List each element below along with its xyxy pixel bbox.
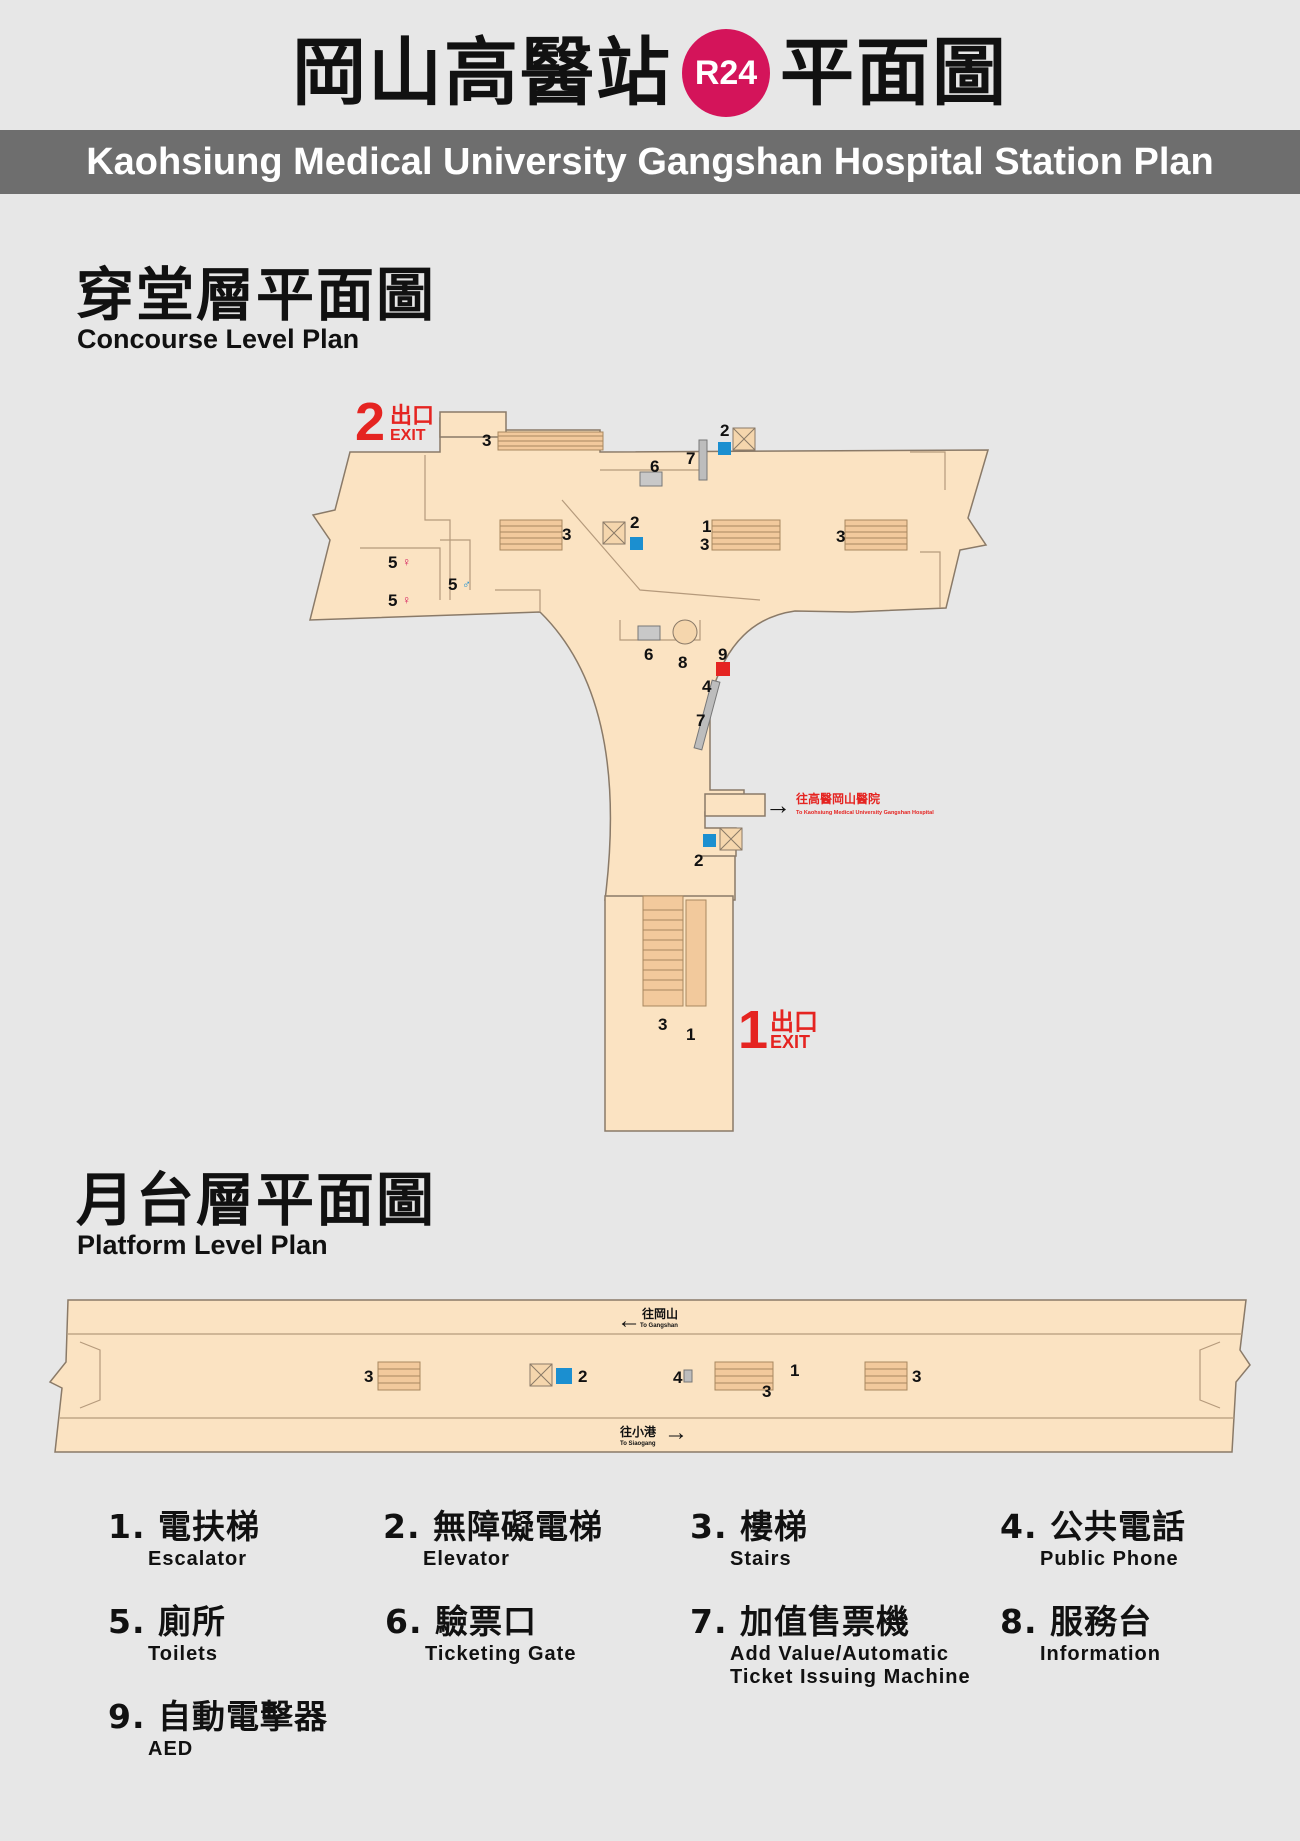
line-badge: R24 [682,29,770,117]
toilet-icon: ♀ [402,593,411,607]
svg-text:6: 6 [644,645,653,664]
svg-text:8: 8 [678,653,687,672]
ticket-machine-icon [693,679,721,751]
hospital-direction: → 往高醫岡山醫院 To Kaohsiung Medical Universit… [765,790,934,820]
svg-text:5: 5 [388,553,397,572]
svg-text:EXIT: EXIT [390,427,426,444]
title-zh-left: 岡山高醫站 [292,30,672,116]
legend-item: 3. 樓梯 Stairs [690,1507,808,1570]
arrow-left-icon: ← [617,1307,641,1334]
elevator-icon [556,1368,572,1384]
arrow-right-icon: → [765,790,791,820]
svg-text:1: 1 [790,1361,799,1380]
svg-text:往岡山: 往岡山 [642,1306,678,1321]
stairs [499,519,563,551]
svg-text:4: 4 [702,677,712,696]
exit2-label: 2 出口 EXIT [355,392,434,452]
gate-icon [637,625,661,641]
info-desk-icon [672,619,698,645]
direction-gangshan: ← 往岡山 To Gangshan [617,1306,678,1334]
title-en-bar: Kaohsiung Medical University Gangshan Ho… [0,130,1300,194]
svg-text:3: 3 [562,525,571,544]
legend-item: 2. 無障礙電梯 Elevator [383,1507,603,1570]
svg-text:3: 3 [700,535,709,554]
svg-text:7: 7 [696,711,705,730]
svg-text:3: 3 [762,1382,771,1401]
platform-floor [48,1299,1251,1453]
elevator-icon [630,537,643,550]
svg-text:3: 3 [912,1367,921,1386]
legend-item: 4. 公共電話 Public Phone [1000,1507,1186,1570]
concourse-subtitle: Concourse Level Plan [77,324,360,354]
svg-text:出口: 出口 [390,403,434,428]
platform-subtitle: Platform Level Plan [77,1230,328,1260]
phone-icon [683,1369,693,1383]
svg-text:2: 2 [355,392,385,452]
direction-siaogang: 往小港 To Siaogang → [620,1419,688,1447]
toilet-icon: ♀ [402,555,411,569]
svg-text:2: 2 [694,851,703,870]
svg-text:5: 5 [448,575,457,594]
platform-map: 3 2 4 1 3 3 ← 往岡山 To Gangshan 往小港 To Sia… [48,1299,1251,1453]
svg-text:To Gangshan: To Gangshan [640,1323,678,1329]
legend-item: 6. 驗票口 Ticketing Gate [385,1602,577,1665]
svg-text:7: 7 [686,449,695,468]
escalator [685,899,707,1007]
stairs [844,519,908,551]
legend-item: 9. 自動電擊器 AED [108,1697,328,1760]
toilet-icon: ♂ [462,577,471,591]
svg-text:2: 2 [578,1367,587,1386]
ticket-machine-icon [698,439,708,481]
legend-item: 8. 服務台 Information [1000,1602,1161,1665]
stairs [642,895,684,1007]
svg-text:9: 9 [718,645,727,664]
svg-text:3: 3 [836,527,845,546]
svg-text:1: 1 [738,1000,768,1060]
svg-text:To Kaohsiung Medical Universit: To Kaohsiung Medical University Gangshan… [796,810,934,816]
legend-item: 1. 電扶梯 Escalator [108,1507,260,1570]
legend-item: 5. 廁所 Toilets [108,1602,226,1665]
svg-text:3: 3 [658,1015,667,1034]
svg-text:2: 2 [720,421,729,440]
exit2-stub [439,411,507,438]
svg-text:1: 1 [702,517,711,536]
svg-text:往高醫岡山醫院: 往高醫岡山醫院 [796,791,880,806]
svg-text:6: 6 [650,457,659,476]
title-zh-right: 平面圖 [780,30,1008,116]
svg-text:2: 2 [630,513,639,532]
arrow-right-icon: → [664,1419,688,1446]
exit1-label: 1 出口 EXIT [738,1000,818,1060]
elevator-icon [718,442,731,455]
svg-text:3: 3 [364,1367,373,1386]
gate-icon [639,471,663,487]
svg-text:EXIT: EXIT [770,1032,810,1052]
svg-text:4: 4 [673,1368,683,1387]
escalator [711,519,781,551]
svg-text:往小港: 往小港 [620,1424,657,1439]
hospital-corridor [704,793,766,817]
svg-text:5: 5 [388,591,397,610]
concourse-floor [309,417,990,901]
svg-text:3: 3 [482,431,491,450]
elevator-icon [703,834,716,847]
svg-text:1: 1 [686,1025,695,1044]
svg-text:To Siaogang: To Siaogang [620,1441,656,1447]
platform-title: 月台層平面圖 [76,1166,437,1234]
aed-icon [716,662,730,676]
concourse-title: 穿堂層平面圖 [76,261,437,329]
svg-text:出口: 出口 [770,1009,818,1036]
legend-item: 7. 加值售票機 Add Value/Automatic Ticket Issu… [690,1602,971,1688]
